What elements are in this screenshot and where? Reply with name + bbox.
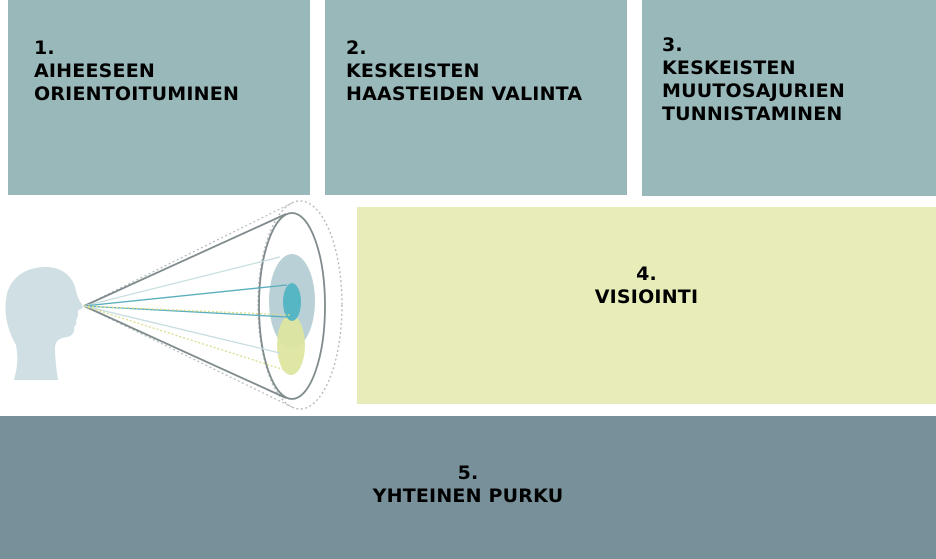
head-silhouette [5, 267, 83, 380]
head-looking-into-future-cone-icon [5, 200, 343, 410]
sight-rays [83, 256, 291, 371]
outer-dotted-ellipse [257, 200, 343, 410]
step-1-number: 1. [34, 37, 55, 59]
cone-top-line [83, 213, 287, 307]
vision-teal-core [283, 283, 301, 321]
step-4-box: 4. VISIOINTI [357, 207, 936, 404]
step-1-title-line-1: AIHEESEEN [34, 60, 155, 82]
step-3-title-line-1: KESKEISTEN [662, 57, 796, 79]
step-5-title: YHTEINEN PURKU [372, 485, 564, 507]
step-2-box: 2. KESKEISTEN HAASTEIDEN VALINTA [325, 0, 627, 195]
step-2-title-line-1: KESKEISTEN [346, 60, 480, 82]
cone-bottom-line [83, 305, 287, 399]
step-4-title: VISIOINTI [594, 286, 699, 308]
step-5-number: 5. [457, 462, 479, 484]
step-1-box: 1. AIHEESEEN ORIENTOITUMINEN [8, 0, 310, 195]
step-5-box: 5. YHTEINEN PURKU [0, 416, 936, 559]
vision-yellow-blob [277, 315, 305, 375]
step-4-number: 4. [636, 263, 657, 285]
step-3-title-line-2: MUUTOSAJURIEN [662, 80, 845, 102]
step-1-title-line-2: ORIENTOITUMINEN [34, 83, 240, 105]
cone-dotted-top-line [83, 202, 293, 307]
cone-ellipse [258, 212, 326, 400]
step-3-title-line-3: TUNNISTAMINEN [662, 103, 843, 125]
step-3-number: 3. [662, 34, 683, 56]
step-3-box: 3. KESKEISTEN MUUTOSAJURIEN TUNNISTAMINE… [642, 0, 936, 196]
step-2-number: 2. [346, 37, 367, 59]
step-2-title-line-2: HAASTEIDEN VALINTA [346, 83, 583, 105]
